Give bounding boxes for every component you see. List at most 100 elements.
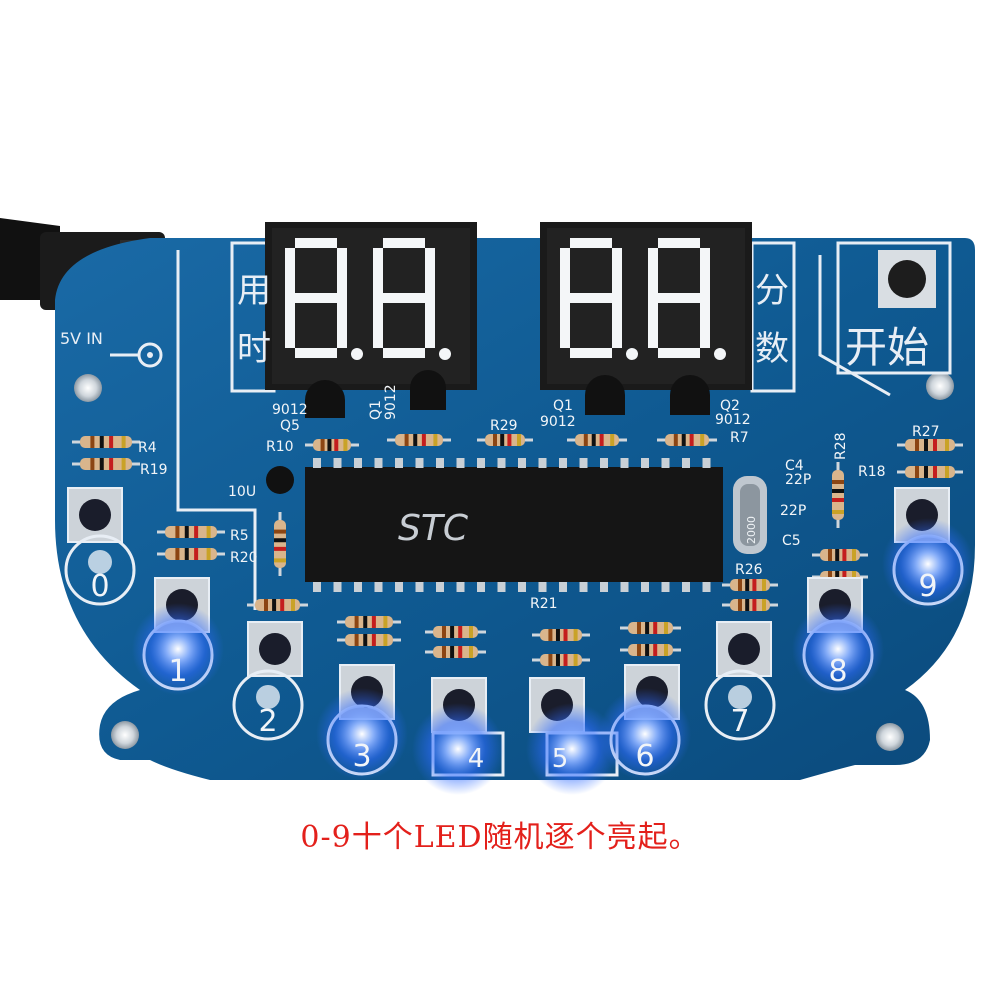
caption-text: 0-9十个LED随机逐个亮起。 — [300, 820, 700, 855]
component-label: R26 — [735, 562, 763, 578]
component-label: C4 — [785, 458, 804, 474]
seven-seg-digit — [285, 238, 363, 360]
power-input-label: 5V IN — [60, 329, 103, 348]
right-box-char-top: 分 — [755, 271, 789, 311]
resistor — [337, 634, 401, 646]
resistor — [425, 646, 486, 658]
electrolytic-capacitor — [266, 466, 294, 494]
tactile-button[interactable] — [67, 487, 123, 543]
component-label: 22P — [785, 472, 811, 488]
led-number-label: 1 — [168, 654, 187, 689]
tactile-button[interactable] — [716, 621, 772, 677]
seven-seg-digit — [373, 238, 451, 360]
led-4: 4 — [412, 703, 505, 795]
component-label: R10 — [266, 439, 294, 455]
left-box-char-bottom: 时 — [237, 329, 271, 369]
led-0: 0 — [64, 534, 136, 606]
led-2: 2 — [232, 669, 304, 741]
led-number-label: 7 — [730, 704, 749, 739]
component-label: R27 — [912, 424, 940, 440]
resistor — [157, 548, 225, 560]
resistor — [305, 439, 359, 451]
resistor — [657, 434, 717, 446]
resistor — [832, 462, 844, 528]
start-label: 开始 — [845, 323, 929, 372]
led-3: 3 — [316, 688, 408, 780]
trace-silk — [176, 250, 257, 610]
led-6: 6 — [599, 688, 691, 780]
transistor — [670, 375, 710, 415]
component-label: R4 — [138, 440, 157, 456]
led-number-label: 9 — [918, 569, 937, 604]
resistor — [897, 439, 963, 451]
resistor — [72, 458, 140, 470]
led-number-label: 4 — [468, 744, 485, 774]
chip-brand-label: STC — [398, 508, 469, 549]
mount-hole — [926, 372, 954, 400]
resistor — [247, 599, 308, 611]
resistor — [532, 629, 590, 641]
transistor — [410, 370, 446, 410]
component-label: R29 — [490, 418, 518, 434]
component-label: Q2 — [720, 398, 740, 414]
led-number-label: 2 — [258, 704, 277, 739]
resistor — [477, 434, 533, 446]
seven-seg-display-right — [540, 222, 752, 390]
resistor — [274, 512, 286, 576]
resistor — [425, 626, 486, 638]
mount-hole — [876, 723, 904, 751]
transistor — [585, 375, 625, 415]
led-number-label: 3 — [352, 739, 371, 774]
led-8: 8 — [792, 603, 884, 695]
component-label: Q1 — [368, 400, 384, 420]
led-number-label: 5 — [552, 744, 569, 774]
resistor — [897, 466, 963, 478]
start-button[interactable] — [878, 250, 936, 308]
stc-microcontroller — [305, 458, 723, 592]
resistor — [722, 599, 778, 611]
led-1: 1 — [132, 603, 224, 695]
component-label: 9012 — [540, 414, 576, 430]
transistor — [305, 380, 345, 418]
crystal-marking: 2000 — [745, 516, 758, 544]
tactile-button[interactable] — [247, 621, 303, 677]
resistor — [722, 579, 778, 591]
resistor — [812, 549, 868, 561]
trace-silk — [818, 255, 891, 397]
component-label: Q1 — [553, 398, 573, 414]
component-label: R7 — [730, 430, 749, 446]
left-box-char-top: 用 — [237, 271, 271, 311]
led-number-label: 6 — [635, 739, 654, 774]
resistor — [337, 616, 401, 628]
led-number-label: 0 — [90, 569, 109, 604]
resistor — [72, 436, 140, 448]
component-label: 9012 — [715, 412, 751, 428]
seven-seg-digit — [648, 238, 726, 360]
mount-hole — [74, 374, 102, 402]
component-label: R28 — [833, 432, 849, 460]
resistor — [387, 434, 451, 446]
led-5: 5 — [526, 703, 619, 795]
led-number-label: 8 — [828, 654, 847, 689]
component-label: R18 — [858, 464, 886, 480]
component-label: R19 — [140, 462, 168, 478]
mount-hole — [111, 721, 139, 749]
resistor — [620, 644, 681, 656]
seven-seg-digit — [560, 238, 638, 360]
resistor — [620, 622, 681, 634]
led-9: 9 — [882, 518, 974, 610]
component-label: Q5 — [280, 418, 300, 434]
crystal-oscillator — [733, 476, 767, 554]
led-7: 7 — [704, 669, 776, 741]
component-label: R5 — [230, 528, 249, 544]
component-label: R20 — [230, 550, 258, 566]
right-box-char-bottom: 数 — [755, 329, 789, 369]
silk-box-start — [836, 241, 952, 375]
component-label: 9012 — [383, 384, 399, 420]
component-label: C5 — [782, 533, 801, 549]
resistor — [567, 434, 627, 446]
component-label: 9012 — [272, 402, 308, 418]
component-label: 10U — [228, 484, 256, 500]
resistor — [532, 654, 590, 666]
